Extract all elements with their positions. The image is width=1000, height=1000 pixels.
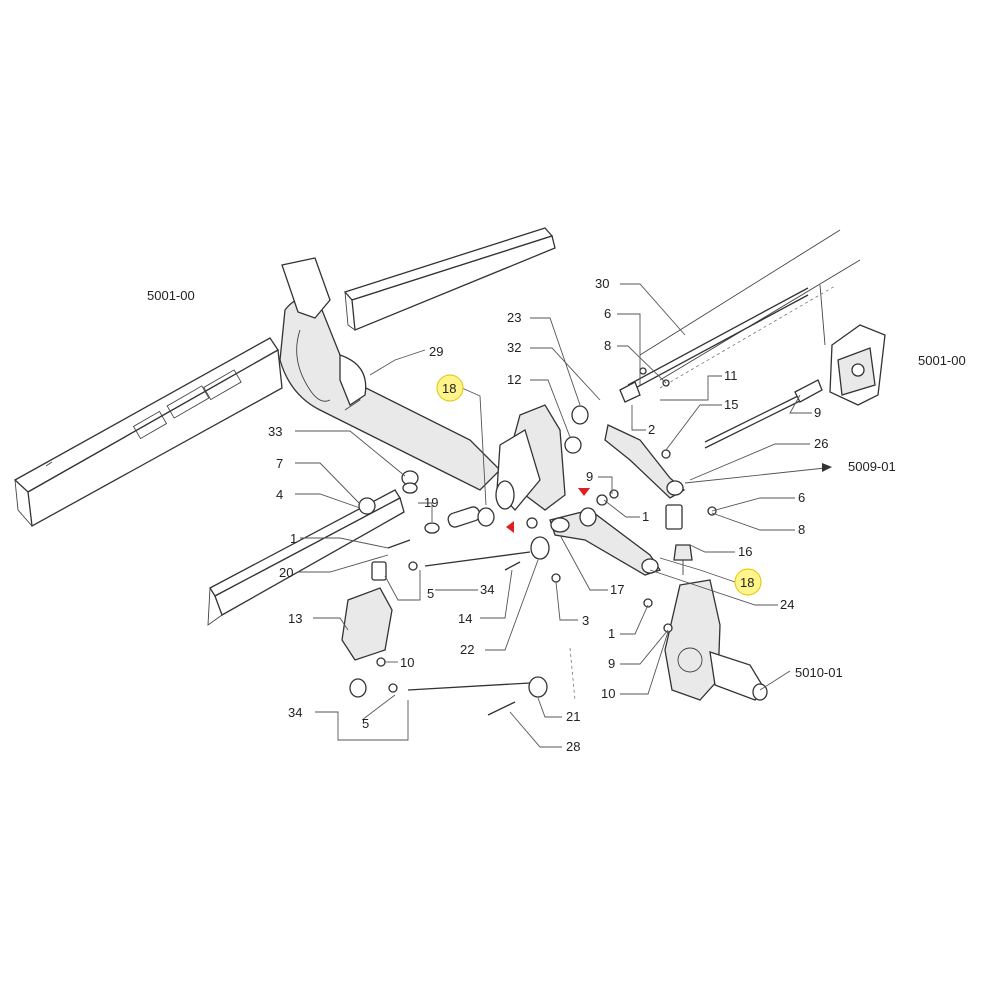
reference-labels: 5001-00 5001-00 5009-01 5010-01 bbox=[147, 288, 966, 680]
callout-16: 16 bbox=[738, 544, 752, 559]
callout-10-right: 10 bbox=[601, 686, 615, 701]
red-arrows bbox=[506, 488, 590, 533]
axle-beam bbox=[279, 257, 501, 491]
callout-9-upper: 9 bbox=[814, 405, 821, 420]
bushings bbox=[358, 367, 717, 693]
callout-12: 12 bbox=[507, 372, 521, 387]
callout-10-left: 10 bbox=[400, 655, 414, 670]
callout-23: 23 bbox=[507, 310, 521, 325]
callout-8-right: 8 bbox=[798, 522, 805, 537]
callout-20: 20 bbox=[279, 565, 293, 580]
callout-1-left: 1 bbox=[290, 531, 297, 546]
callout-5-upper: 5 bbox=[427, 586, 434, 601]
callout-5-lower: 5 bbox=[362, 716, 369, 731]
callout-28: 28 bbox=[566, 739, 580, 754]
frame-crossmember-upper bbox=[343, 227, 556, 331]
ref-frame-left: 5001-00 bbox=[147, 288, 195, 303]
callout-22: 22 bbox=[460, 642, 474, 657]
highlight-18-upper bbox=[436, 374, 464, 402]
callout-6-right: 6 bbox=[798, 490, 805, 505]
callout-33: 33 bbox=[268, 424, 282, 439]
red-arrow-left bbox=[506, 521, 514, 533]
bolts bbox=[387, 536, 550, 716]
callout-13: 13 bbox=[288, 611, 302, 626]
callout-9-lower: 9 bbox=[608, 656, 615, 671]
ref-steering: 5009-01 bbox=[848, 459, 896, 474]
callout-9-middle: 9 bbox=[586, 469, 593, 484]
hub-carrier bbox=[341, 561, 393, 698]
callout-24: 24 bbox=[780, 597, 794, 612]
red-arrow-down bbox=[578, 488, 590, 496]
callout-labels: 29 18 18 33 7 4 19 1 20 5 34 14 22 3 13 … bbox=[268, 276, 828, 754]
callout-1-middle: 1 bbox=[642, 509, 649, 524]
callout-30: 30 bbox=[595, 276, 609, 291]
callout-29: 29 bbox=[429, 344, 443, 359]
steering-knuckle bbox=[664, 579, 768, 701]
frame-bracket-right bbox=[829, 324, 886, 406]
highlight-18-lower bbox=[734, 568, 762, 596]
frame-rail-left bbox=[13, 337, 405, 626]
ball-joint bbox=[665, 504, 693, 575]
callout-26: 26 bbox=[814, 436, 828, 451]
callout-34-lower: 34 bbox=[288, 705, 302, 720]
callout-14: 14 bbox=[458, 611, 472, 626]
leader-lines bbox=[295, 283, 832, 748]
ref-frame-right: 5001-00 bbox=[918, 353, 966, 368]
callout-4: 4 bbox=[276, 487, 283, 502]
callout-21: 21 bbox=[566, 709, 580, 724]
callout-2: 2 bbox=[648, 422, 655, 437]
steering-rod bbox=[704, 379, 823, 449]
frame-rail-right bbox=[639, 229, 861, 389]
callout-15: 15 bbox=[724, 397, 738, 412]
highlight-markers bbox=[436, 374, 762, 596]
callout-1-right: 1 bbox=[608, 626, 615, 641]
callout-11: 11 bbox=[724, 368, 738, 383]
callout-18-upper: 18 bbox=[442, 381, 456, 396]
callout-7: 7 bbox=[276, 456, 283, 471]
callout-17: 17 bbox=[610, 582, 624, 597]
central-bracket bbox=[495, 404, 582, 511]
callout-32: 32 bbox=[507, 340, 521, 355]
callout-3: 3 bbox=[582, 613, 589, 628]
ref-knuckle: 5010-01 bbox=[795, 665, 843, 680]
callout-19: 19 bbox=[424, 495, 438, 510]
tie-rod-upper bbox=[619, 287, 809, 403]
upper-arm bbox=[604, 424, 686, 499]
callout-18-lower: 18 bbox=[740, 575, 754, 590]
callout-6-upper: 6 bbox=[604, 306, 611, 321]
callout-8-upper: 8 bbox=[604, 338, 611, 353]
callout-34-upper: 34 bbox=[480, 582, 494, 597]
